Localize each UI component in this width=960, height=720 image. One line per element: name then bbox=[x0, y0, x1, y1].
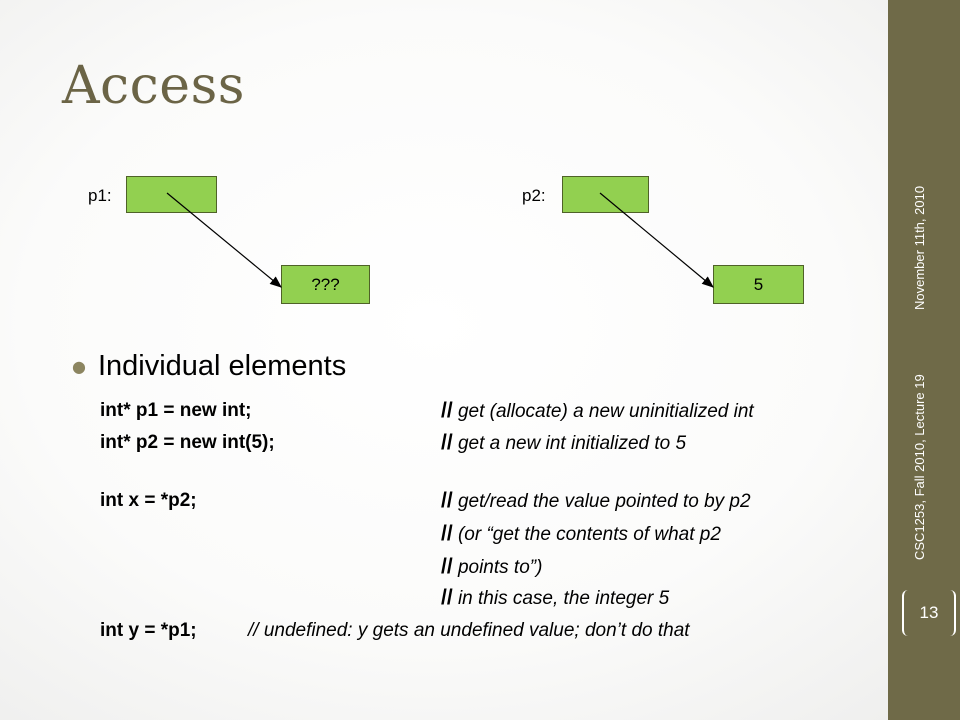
p1-target-box: ??? bbox=[281, 265, 370, 304]
page-number-box: 13 bbox=[902, 590, 956, 636]
bullet-dot-icon: ● bbox=[72, 357, 86, 376]
sidebar bbox=[888, 0, 960, 720]
comment-line-3: // get/read the value pointed to by p2 bbox=[441, 489, 751, 512]
p1-arrow bbox=[166, 192, 282, 288]
bullet-heading: Individual elements bbox=[97, 350, 347, 382]
comment-line-6: // in this case, the integer 5 bbox=[441, 586, 670, 609]
comment-line-7: // undefined: y gets an undefined value;… bbox=[248, 620, 690, 641]
code-line-2: int* p2 = new int(5); bbox=[100, 432, 275, 453]
p1-label: p1: bbox=[88, 186, 112, 205]
comment-line-2: // get a new int initialized to 5 bbox=[441, 431, 687, 454]
p1-pointer-box bbox=[126, 176, 217, 213]
comment-line-1: // get (allocate) a new uninitialized in… bbox=[441, 399, 754, 422]
p2-label: p2: bbox=[522, 186, 546, 205]
code-line-3: int x = *p2; bbox=[100, 490, 197, 511]
bullet-item: ● Individual elements bbox=[72, 350, 346, 383]
p2-arrow bbox=[599, 192, 714, 288]
slide-title: Access bbox=[62, 56, 245, 116]
p2-pointer-box bbox=[562, 176, 649, 213]
comment-line-4: // (or “get the contents of what p2 bbox=[441, 522, 721, 545]
page-number: 13 bbox=[919, 603, 939, 622]
comment-line-5: // points to”) bbox=[441, 555, 543, 578]
code-line-1: int* p1 = new int; bbox=[100, 400, 252, 421]
code-line-7: int y = *p1; bbox=[100, 620, 197, 641]
p2-target-value: 5 bbox=[753, 274, 764, 294]
p1-target-value: ??? bbox=[311, 274, 340, 294]
